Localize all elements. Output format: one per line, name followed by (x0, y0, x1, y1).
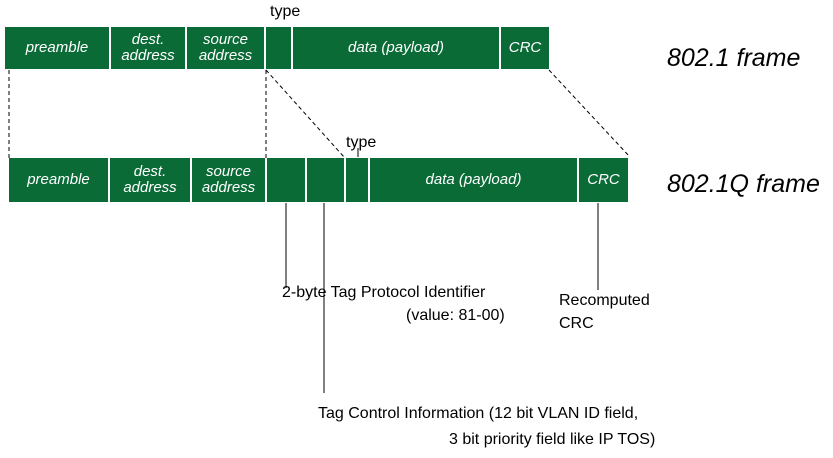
frame2-data-label: data (payload) (425, 171, 522, 188)
frame1-data-field: data (payload) (293, 27, 499, 69)
tci-annotation-line1: Tag Control Information (12 bit VLAN ID … (318, 405, 639, 422)
frame2-type-label: type (346, 134, 377, 151)
frame2-tpid-field (267, 158, 305, 202)
frame2-source-address-field: source address (192, 158, 265, 202)
frame1-source-address-field: source address (187, 27, 264, 69)
tci-annotation-line2: 3 bit priority field like IP TOS) (449, 431, 656, 448)
frame1-source-address-label: source address (198, 31, 253, 64)
type-shift-dashed-line (265, 69, 345, 158)
frame2-crc-field: CRC (579, 158, 628, 202)
frame2-preamble-label: preamble (27, 171, 90, 188)
frame1-preamble-field: preamble (5, 27, 109, 69)
frame2-dest-address-field: dest. address (110, 158, 190, 202)
crc-end-dashed-line (548, 69, 631, 158)
tpid-annotation-line2: (value: 81-00) (406, 307, 505, 324)
frame1-crc-field: CRC (501, 27, 549, 69)
frame2-source-address-label: source address (201, 163, 256, 196)
frame1-preamble-label: preamble (25, 39, 89, 56)
frame2-crc-label: CRC (587, 171, 620, 188)
crc-annotation-line2: CRC (559, 315, 594, 332)
frame2-title: 802.1Q frame (667, 170, 820, 198)
tpid-annotation-line1: 2-byte Tag Protocol Identifier (282, 284, 486, 301)
frame2-tci-field (307, 158, 344, 202)
frame2-dest-address-label: dest. address (123, 163, 177, 196)
frame2-data-field: data (payload) (370, 158, 577, 202)
frame1-data-label: data (payload) (348, 39, 444, 56)
frame1-dest-address-label: dest. address (121, 31, 175, 64)
crc-annotation-line1: Recomputed (559, 292, 650, 309)
frame1-type-field (266, 27, 291, 69)
frame1-type-label: type (270, 3, 301, 20)
frame1-title: 802.1 frame (667, 44, 801, 72)
frame2-preamble-field: preamble (9, 158, 108, 202)
frame2-type-field (346, 158, 368, 202)
frame1-crc-label: CRC (508, 39, 542, 56)
frame1-dest-address-field: dest. address (111, 27, 185, 69)
